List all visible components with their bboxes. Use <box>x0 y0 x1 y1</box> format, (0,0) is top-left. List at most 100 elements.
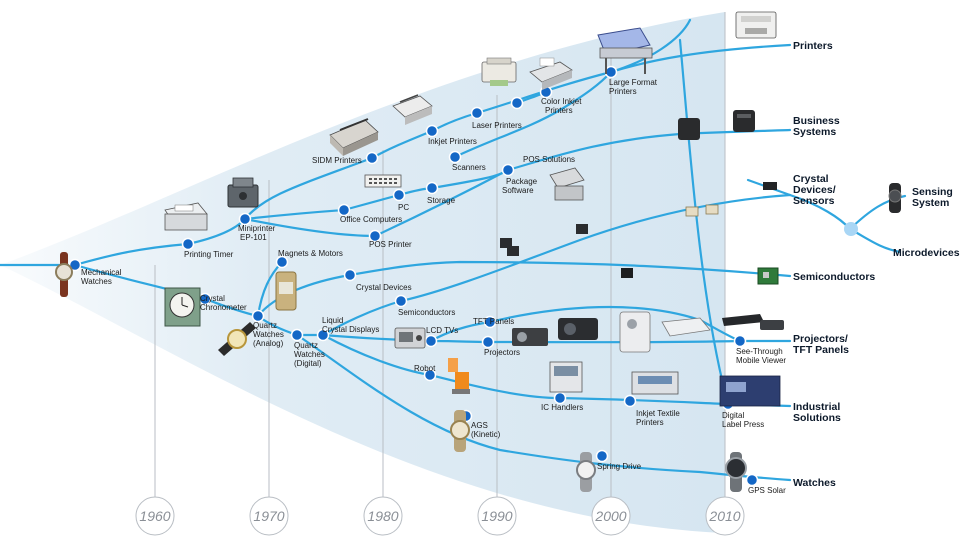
label-large-format: Large Format <box>609 78 658 87</box>
sensing-hub-node <box>844 222 858 236</box>
category-crystal-devices: Devices/ <box>793 184 836 196</box>
label-inkjet-printers: Inkjet Printers <box>428 137 477 146</box>
category-sensing-system: System <box>912 197 949 209</box>
milestone-labels: Mechanical Watches Printing Timer Crysta… <box>81 78 786 495</box>
label-projectors: Projectors <box>484 348 520 357</box>
label-large-format: Printers <box>609 87 637 96</box>
label-ags: (Kinetic) <box>471 430 501 439</box>
category-business-systems: Systems <box>793 126 836 138</box>
large-format-printer-icon <box>597 27 653 74</box>
ic-handler-icon <box>549 361 583 393</box>
decade-gridlines <box>154 12 726 497</box>
label-inkjet-textile: Printers <box>636 418 664 427</box>
label-lcd-tvs: LCD TVs <box>426 326 458 335</box>
printing-timer-icon <box>164 202 208 231</box>
category-labels: Printers Business Systems Crystal Device… <box>793 40 960 489</box>
label-miniprinter: EP-101 <box>240 233 267 242</box>
label-printing-timer: Printing Timer <box>184 250 234 259</box>
label-miniprinter: Miniprinter <box>238 224 276 233</box>
robot-icon <box>448 358 470 394</box>
digital-watch-icon <box>275 271 297 311</box>
label-package-software: Software <box>502 186 534 195</box>
label-digital-label: Label Press <box>722 420 764 429</box>
decade-label: 2000 <box>594 508 626 524</box>
label-digital-label: Digital <box>722 411 744 420</box>
label-ags: AGS <box>471 421 488 430</box>
label-magnets-motors: Magnets & Motors <box>278 249 343 258</box>
label-storage: Storage <box>427 196 456 205</box>
label-quartz-analog: (Analog) <box>253 339 284 348</box>
label-see-through: Mobile Viewer <box>736 356 786 365</box>
label-semiconductors: Semiconductors <box>398 308 455 317</box>
gps-solar-watch-icon <box>725 452 747 492</box>
label-quartz-analog: Watches <box>253 330 284 339</box>
label-lcd: Crystal Displays <box>322 325 379 334</box>
laser-printer-icon <box>481 57 517 86</box>
printer-2010-icon <box>735 11 777 39</box>
pos-terminal-icon <box>549 167 585 201</box>
decade-1980: 1980 <box>363 496 403 536</box>
label-mechanical-watches: Watches <box>81 277 112 286</box>
label-lcd: Liquid <box>322 316 343 325</box>
label-press-icon <box>719 375 781 407</box>
label-quartz-digital: Watches <box>294 350 325 359</box>
label-ic-handlers: IC Handlers <box>541 403 583 412</box>
decade-1960: 1960 <box>135 496 175 536</box>
label-quartz-digital: (Digital) <box>294 359 322 368</box>
quartz-analog-watch-icon <box>218 322 256 356</box>
textile-printer-icon <box>631 371 679 395</box>
decade-markers: 1960 1970 1980 1990 2000 2010 <box>135 496 745 536</box>
category-industrial-solutions: Industrial <box>793 401 840 413</box>
decade-label: 1960 <box>139 508 170 524</box>
label-package-software: Package <box>506 177 538 186</box>
label-pos-solutions: POS Solutions <box>523 155 575 164</box>
decade-label: 1990 <box>481 508 512 524</box>
label-gps-solar: GPS Solar <box>748 486 786 495</box>
label-tft-panels: TFT Panels <box>473 317 514 326</box>
category-industrial-solutions: Solutions <box>793 412 841 424</box>
category-crystal-devices: Sensors <box>793 195 835 207</box>
category-watches: Watches <box>793 477 836 489</box>
label-pc: PC <box>398 203 409 212</box>
decade-1970: 1970 <box>249 496 289 536</box>
label-sidm-printers: SIDM Printers <box>312 156 362 165</box>
kinetic-watch-icon <box>450 410 470 452</box>
label-robot: Robot <box>414 364 436 373</box>
decade-2010: 2010 <box>705 496 745 536</box>
label-office-computers: Office Computers <box>340 215 402 224</box>
color-inkjet-printer-icon <box>529 57 573 90</box>
label-crystal-chronometer: Crystal <box>200 294 225 303</box>
sensing-system-icon <box>888 183 902 213</box>
decade-label: 1970 <box>253 508 284 524</box>
category-projectors-tft: TFT Panels <box>793 344 849 356</box>
label-mechanical-watches: Mechanical <box>81 268 122 277</box>
projector-icon <box>512 311 711 353</box>
category-business-systems: Business <box>793 115 840 127</box>
category-printers: Printers <box>793 40 833 52</box>
label-inkjet-textile: Inkjet Textile <box>636 409 680 418</box>
category-microdevices: Microdevices <box>893 247 960 259</box>
label-crystal-chronometer: Chronometer <box>200 303 247 312</box>
label-laser-printers: Laser Printers <box>472 121 522 130</box>
category-crystal-devices: Crystal <box>793 173 829 185</box>
category-sensing-system: Sensing <box>912 186 953 198</box>
category-projectors-tft: Projectors/ <box>793 333 848 345</box>
label-color-inkjet: Printers <box>545 106 573 115</box>
inkjet-printer-icon <box>392 94 433 125</box>
label-crystal-devices: Crystal Devices <box>356 283 412 292</box>
decade-1990: 1990 <box>477 496 517 536</box>
label-scanners: Scanners <box>452 163 486 172</box>
label-color-inkjet: Color Inkjet <box>541 97 582 106</box>
lcd-tv-icon <box>394 327 426 349</box>
label-quartz-digital: Quartz <box>294 341 318 350</box>
mobile-viewer-icon <box>722 314 784 330</box>
sidm-printer-icon <box>329 118 379 156</box>
product-illustrations <box>55 11 902 492</box>
label-quartz-analog: Quartz <box>253 321 277 330</box>
business-terminal-icon <box>678 110 755 140</box>
semiconductor-board-icon <box>757 267 779 285</box>
label-pos-printer: POS Printer <box>369 240 412 249</box>
decade-2000: 2000 <box>591 496 631 536</box>
